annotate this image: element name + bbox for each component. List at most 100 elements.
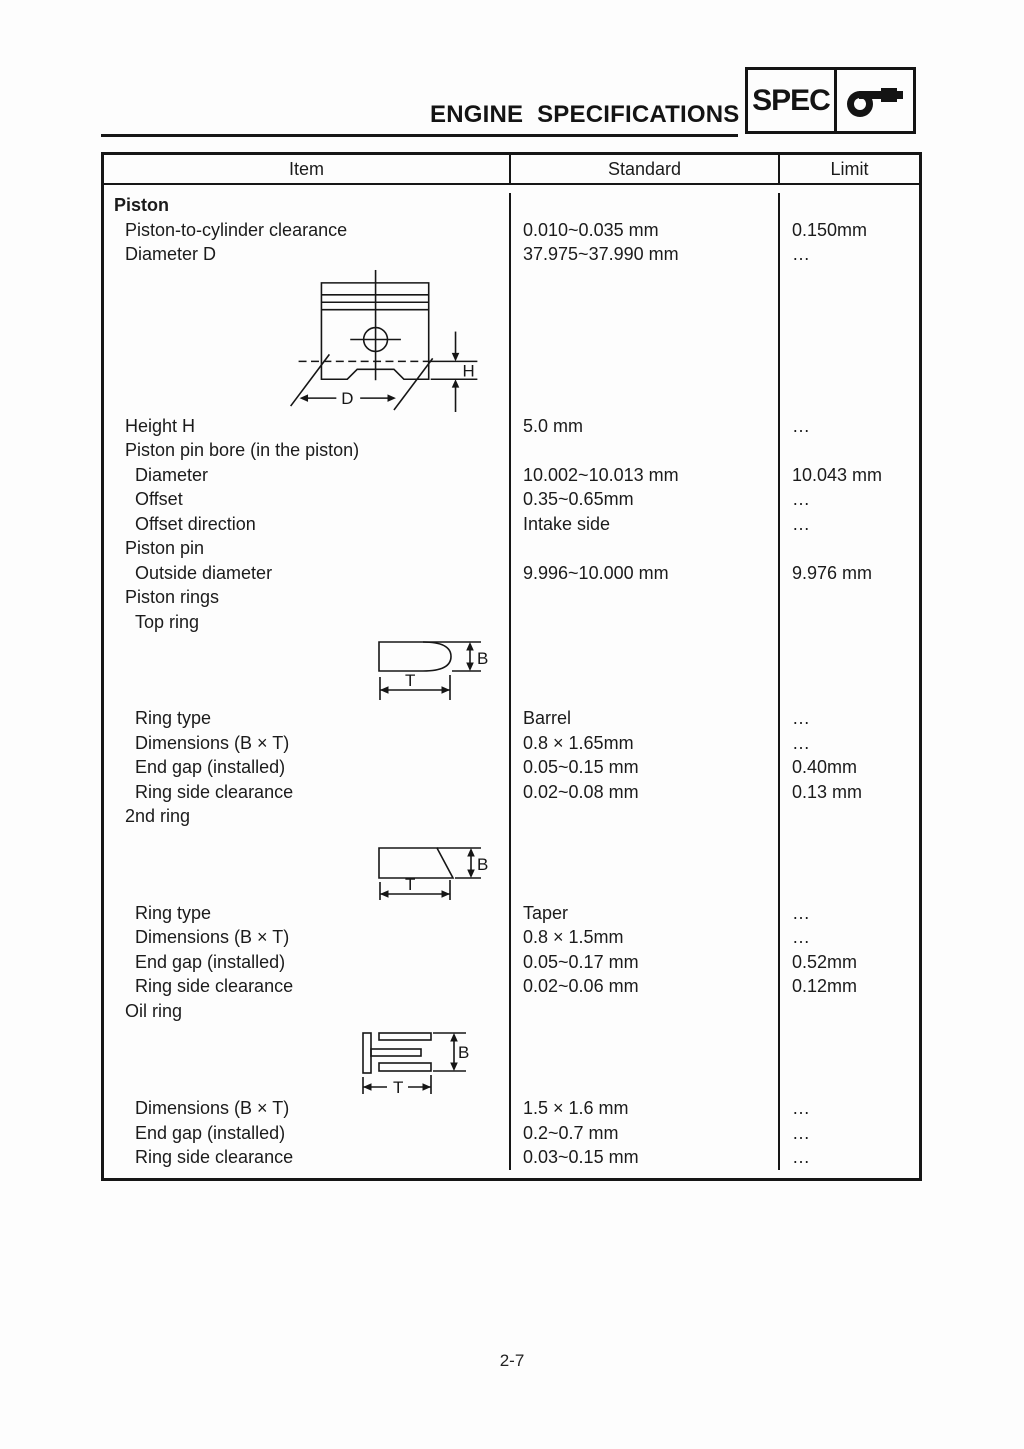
standard-cell [511,634,780,706]
item-cell: Diameter D [104,242,511,267]
item-cell: Piston pin [104,536,511,561]
item-cell: Dimensions (B × T) [104,925,511,950]
table-row: Dimensions (B × T)0.8 × 1.5mm… [104,925,919,950]
standard-cell: 5.0 mm [511,413,780,438]
table-row: Dimensions (B × T)1.5 × 1.6 mm… [104,1096,919,1121]
col-header-standard: Standard [511,155,780,183]
limit-cell [780,829,919,901]
standard-cell: 1.5 × 1.6 mm [511,1096,780,1121]
standard-cell: 37.975~37.990 mm [511,242,780,267]
diagram-cell: B T [104,828,511,901]
standard-cell [511,609,780,634]
table-row: 2nd ring [104,804,919,829]
page-title: ENGINE SPECIFICATIONS [430,101,740,128]
limit-cell: 0.13 mm [792,781,863,802]
standard-cell: Taper [511,900,780,925]
diagram-cell: B T [104,1023,511,1096]
standard-cell [511,266,780,414]
dimension-label-t: T [405,671,415,690]
limit-cell: … [792,513,810,534]
second-ring-taper-diagram: B T [378,846,488,900]
standard-cell: Intake side [511,511,780,536]
standard-cell [511,585,780,610]
top-ring-barrel-diagram: B T [378,641,488,700]
standard-cell [511,193,780,218]
standard-cell [511,998,780,1023]
standard-cell [511,804,780,829]
table-row: Piston pin bore (in the piston) [104,438,919,463]
dimension-label-b: B [477,649,488,668]
limit-cell [780,634,919,706]
diagram-cell: D H [104,266,511,414]
limit-cell [780,193,919,218]
limit-cell: 0.52mm [792,951,858,972]
item-cell: End gap (installed) [104,755,511,780]
item-cell: Ring type [104,706,511,731]
limit-cell: 10.043 mm [792,464,883,485]
item-cell: Offset direction [104,511,511,536]
limit-cell [780,610,919,635]
limit-cell: 0.12mm [792,976,858,996]
item-cell: End gap (installed) [104,949,511,974]
table-row: Top ring [104,609,919,635]
item-cell: Ring type [104,900,511,925]
diagram-row: D H [104,266,919,414]
standard-cell: 0.2~0.7 mm [511,1120,780,1145]
limit-cell: … [792,902,810,923]
dimension-label-t: T [405,875,415,894]
item-cell: Piston pin bore (in the piston) [104,438,511,463]
standard-cell: 0.35~0.65mm [511,487,780,512]
item-cell: Oil ring [104,998,511,1023]
limit-cell: … [792,708,810,728]
diagram-row: B T [104,634,919,706]
limit-cell [780,804,919,829]
dimension-label-b: B [477,855,488,874]
item-cell: Piston-to-cylinder clearance [104,217,511,242]
table-row: End gap (installed)0.2~0.7 mm… [104,1120,919,1145]
limit-cell: … [792,1122,810,1143]
standard-cell: 0.8 × 1.65mm [511,730,780,755]
title-rule [101,134,738,137]
item-cell: Top ring [104,609,511,634]
item-cell: Dimensions (B × T) [104,730,511,755]
limit-cell: … [792,732,810,753]
standard-cell: 0.05~0.15 mm [511,755,780,780]
standard-cell: 0.02~0.06 mm [511,974,780,999]
standard-cell [511,1023,780,1096]
limit-cell: 9.976 mm [792,562,873,583]
table-header-row: Item Standard Limit [104,155,919,185]
dimension-label-d: D [341,389,353,408]
item-cell: Offset [104,487,511,512]
col-header-item: Item [104,155,511,183]
item-cell: 2nd ring [104,804,511,829]
dimension-label-b: B [458,1043,469,1062]
item-cell: Piston rings [104,585,511,610]
standard-cell: 0.8 × 1.5mm [511,925,780,950]
piston-dimensions-diagram: D H [290,269,478,412]
spec-label: SPEC [748,70,837,131]
standard-cell: Barrel [511,706,780,731]
limit-cell: … [792,1098,810,1118]
item-cell: Ring side clearance [104,974,511,999]
page-number: 2-7 [499,1351,525,1370]
standard-cell [511,438,780,463]
limit-cell: … [792,489,810,509]
item-cell: Diameter [104,462,511,487]
table-row: Dimensions (B × T)0.8 × 1.65mm … [104,730,919,755]
limit-cell [780,999,919,1024]
standard-cell: 0.02~0.08 mm [511,779,780,804]
col-header-limit: Limit [830,158,869,179]
limit-cell: … [792,244,810,264]
limit-cell [780,536,919,561]
oil-ring-diagram: B T [362,1032,469,1096]
